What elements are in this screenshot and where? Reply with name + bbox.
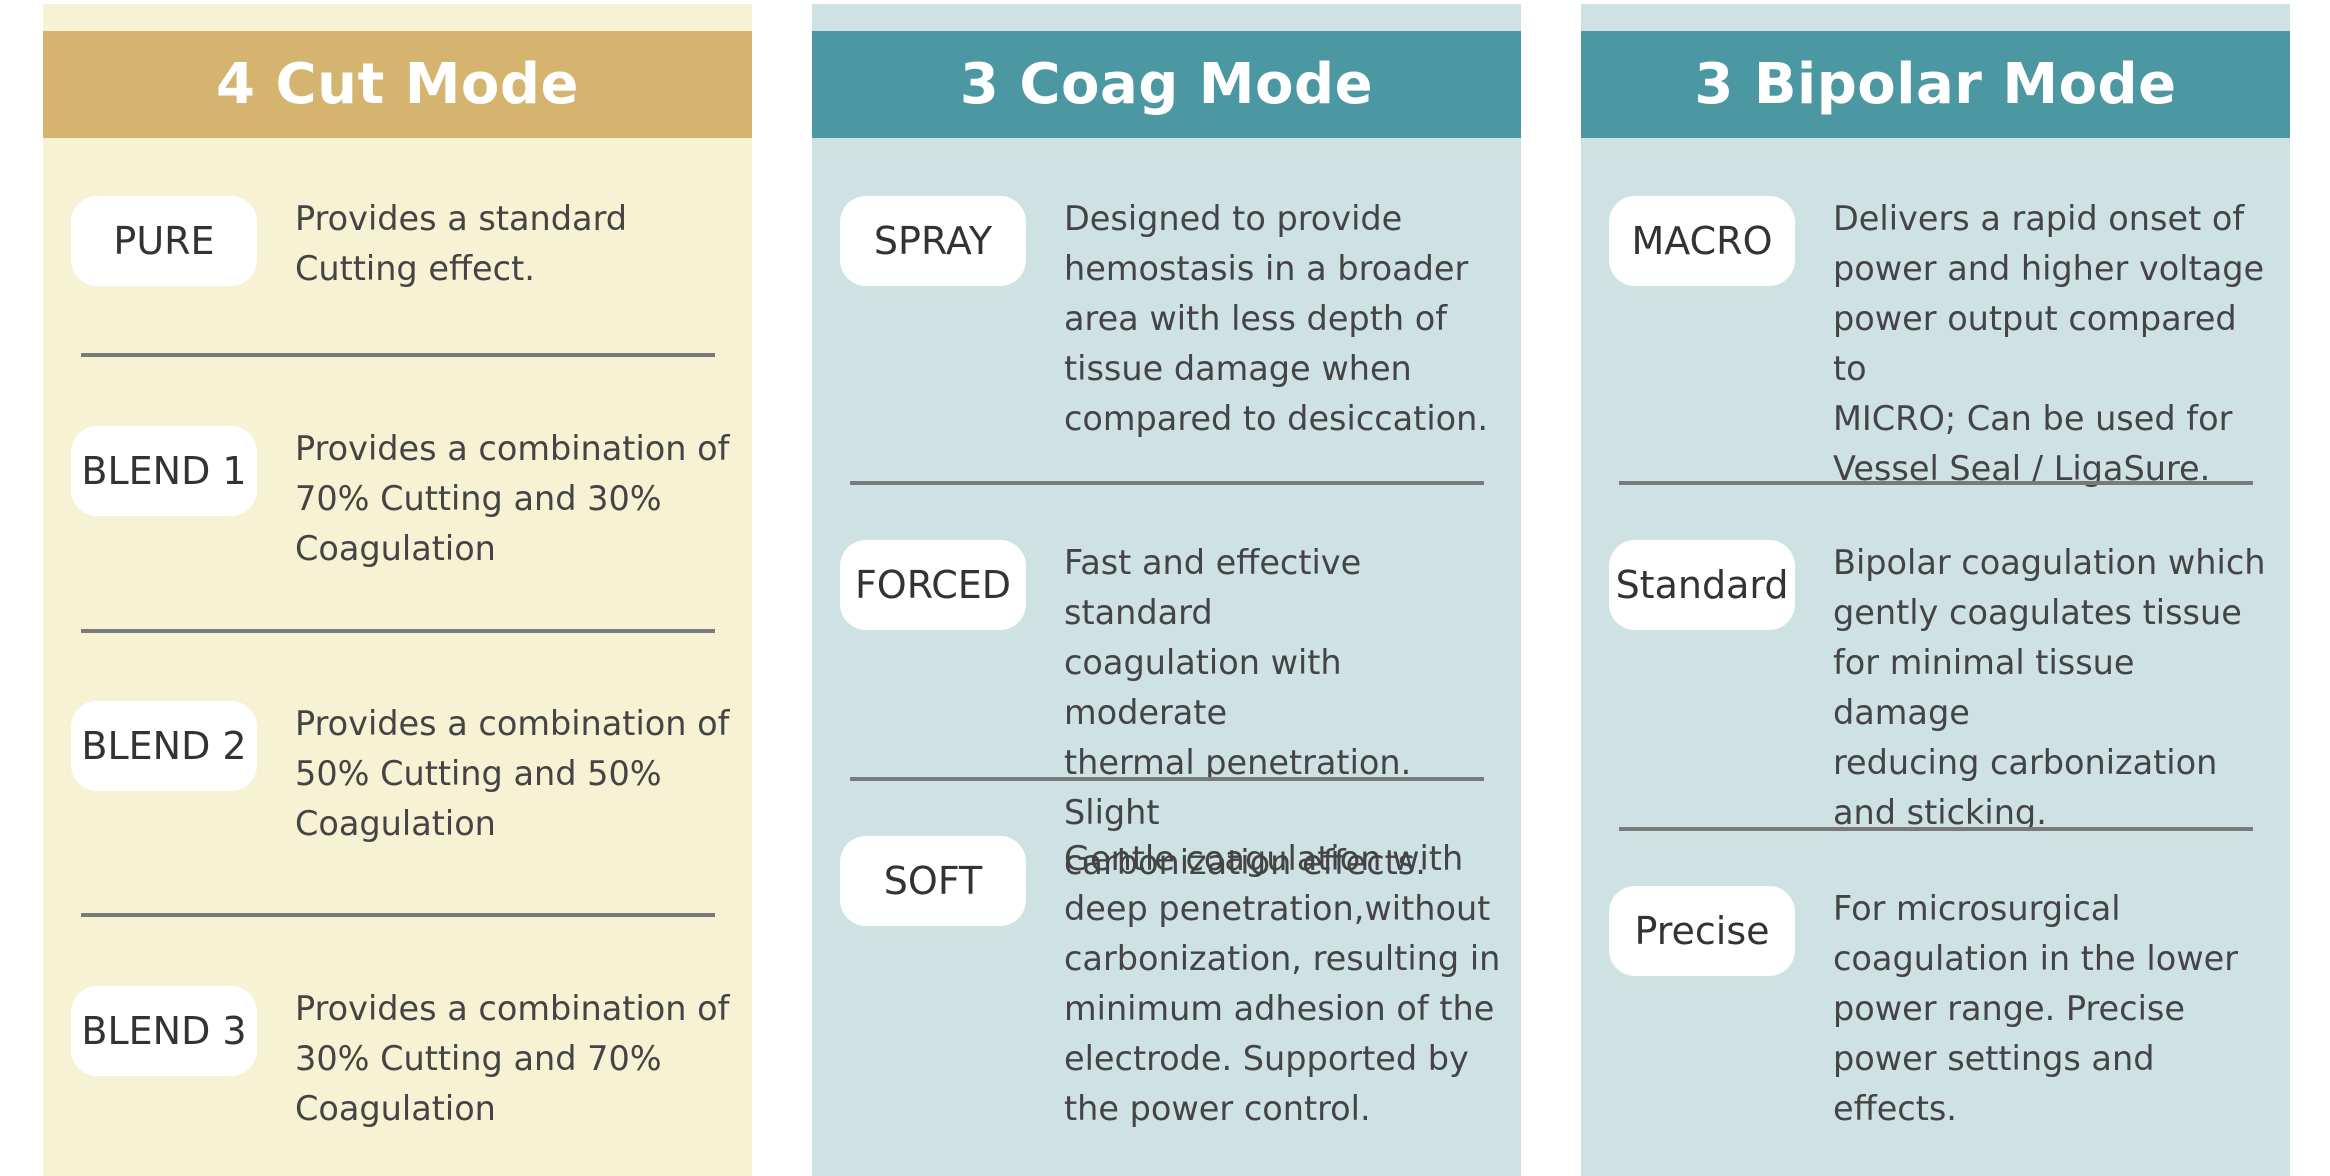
desc-line: carbonization, resulting in [1064, 939, 1501, 978]
desc-line: area with less depth of [1064, 299, 1447, 338]
divider [1619, 827, 2253, 831]
mode-description: Provides a combination of 50% Cutting an… [295, 699, 740, 849]
mode-badge: BLEND 2 [71, 701, 257, 791]
desc-line: 50% Cutting and 50% [295, 754, 662, 793]
desc-line: reducing carbonization [1833, 743, 2218, 782]
mode-badge: Precise [1609, 886, 1795, 976]
desc-line: Provides a standard [295, 199, 628, 238]
desc-line: thermal penetration. Slight [1064, 743, 1412, 832]
mode-badge: MACRO [1609, 196, 1795, 286]
mode-description: Provides a combination of 30% Cutting an… [295, 984, 740, 1134]
panel-title: 4 Cut Mode [43, 31, 752, 138]
panel-title: 3 Bipolar Mode [1581, 31, 2290, 138]
desc-line: for minimal tissue damage [1833, 643, 2135, 732]
mode-badge: FORCED [840, 540, 1026, 630]
desc-line: and sticking. [1833, 793, 2047, 832]
desc-line: Vessel Seal / LigaSure. [1833, 449, 2211, 488]
divider [81, 913, 715, 917]
mode-description: Fast and effective standard coagulation … [1064, 538, 1509, 888]
desc-line: tissue damage when [1064, 349, 1412, 388]
mode-badge: BLEND 1 [71, 426, 257, 516]
desc-line: Designed to provide [1064, 199, 1403, 238]
mode-description: Provides a combination of 70% Cutting an… [295, 424, 740, 574]
mode-description: Gentle coagulation with deep penetration… [1064, 834, 1509, 1134]
desc-line: Coagulation [295, 529, 496, 568]
divider [850, 777, 1484, 781]
mode-description: For microsurgical coagulation in the low… [1833, 884, 2278, 1134]
desc-line: 70% Cutting and 30% [295, 479, 662, 518]
mode-description: Designed to provide hemostasis in a broa… [1064, 194, 1509, 444]
desc-line: Delivers a rapid onset of [1833, 199, 2245, 238]
desc-line: Provides a combination of [295, 989, 730, 1028]
desc-line: 30% Cutting and 70% [295, 1039, 662, 1078]
desc-line: Coagulation [295, 804, 496, 843]
desc-line: coagulation in the lower [1833, 939, 2238, 978]
mode-badge: PURE [71, 196, 257, 286]
panel-title: 3 Coag Mode [812, 31, 1521, 138]
desc-line: power output compared to [1833, 299, 2237, 388]
desc-line: Fast and effective standard [1064, 543, 1362, 632]
cut-mode-panel: 4 Cut Mode PURE Provides a standard Cutt… [43, 4, 752, 1176]
desc-line: Gentle coagulation with [1064, 839, 1464, 878]
mode-description: Provides a standard Cutting effect. [295, 194, 740, 294]
desc-line: hemostasis in a broader [1064, 249, 1469, 288]
desc-line: Bipolar coagulation which [1833, 543, 2266, 582]
desc-line: power settings and effects. [1833, 1039, 2155, 1128]
desc-line: the power control. [1064, 1089, 1371, 1128]
mode-badge: BLEND 3 [71, 986, 257, 1076]
desc-line: power and higher voltage [1833, 249, 2265, 288]
desc-line: coagulation with moderate [1064, 643, 1342, 732]
desc-line: carbonization effects. [1064, 843, 1426, 882]
mode-badge: SPRAY [840, 196, 1026, 286]
desc-line: Coagulation [295, 1089, 496, 1128]
desc-line: Provides a combination of [295, 704, 730, 743]
divider [81, 353, 715, 357]
desc-line: Cutting effect. [295, 249, 535, 288]
mode-badge: SOFT [840, 836, 1026, 926]
divider [81, 629, 715, 633]
desc-line: MICRO; Can be used for [1833, 399, 2233, 438]
divider [850, 481, 1484, 485]
desc-line: electrode. Supported by [1064, 1039, 1469, 1078]
desc-line: power range. Precise [1833, 989, 2185, 1028]
mode-description: Bipolar coagulation which gently coagula… [1833, 538, 2278, 838]
desc-line: For microsurgical [1833, 889, 2121, 928]
desc-line: deep penetration,without [1064, 889, 1491, 928]
desc-line: Provides a combination of [295, 429, 730, 468]
desc-line: compared to desiccation. [1064, 399, 1489, 438]
desc-line: gently coagulates tissue [1833, 593, 2242, 632]
bipolar-mode-panel: 3 Bipolar Mode MACRO Delivers a rapid on… [1581, 4, 2290, 1176]
coag-mode-panel: 3 Coag Mode SPRAY Designed to provide he… [812, 4, 1521, 1176]
mode-badge: Standard [1609, 540, 1795, 630]
mode-description: Delivers a rapid onset of power and high… [1833, 194, 2278, 494]
divider [1619, 481, 2253, 485]
desc-line: minimum adhesion of the [1064, 989, 1495, 1028]
